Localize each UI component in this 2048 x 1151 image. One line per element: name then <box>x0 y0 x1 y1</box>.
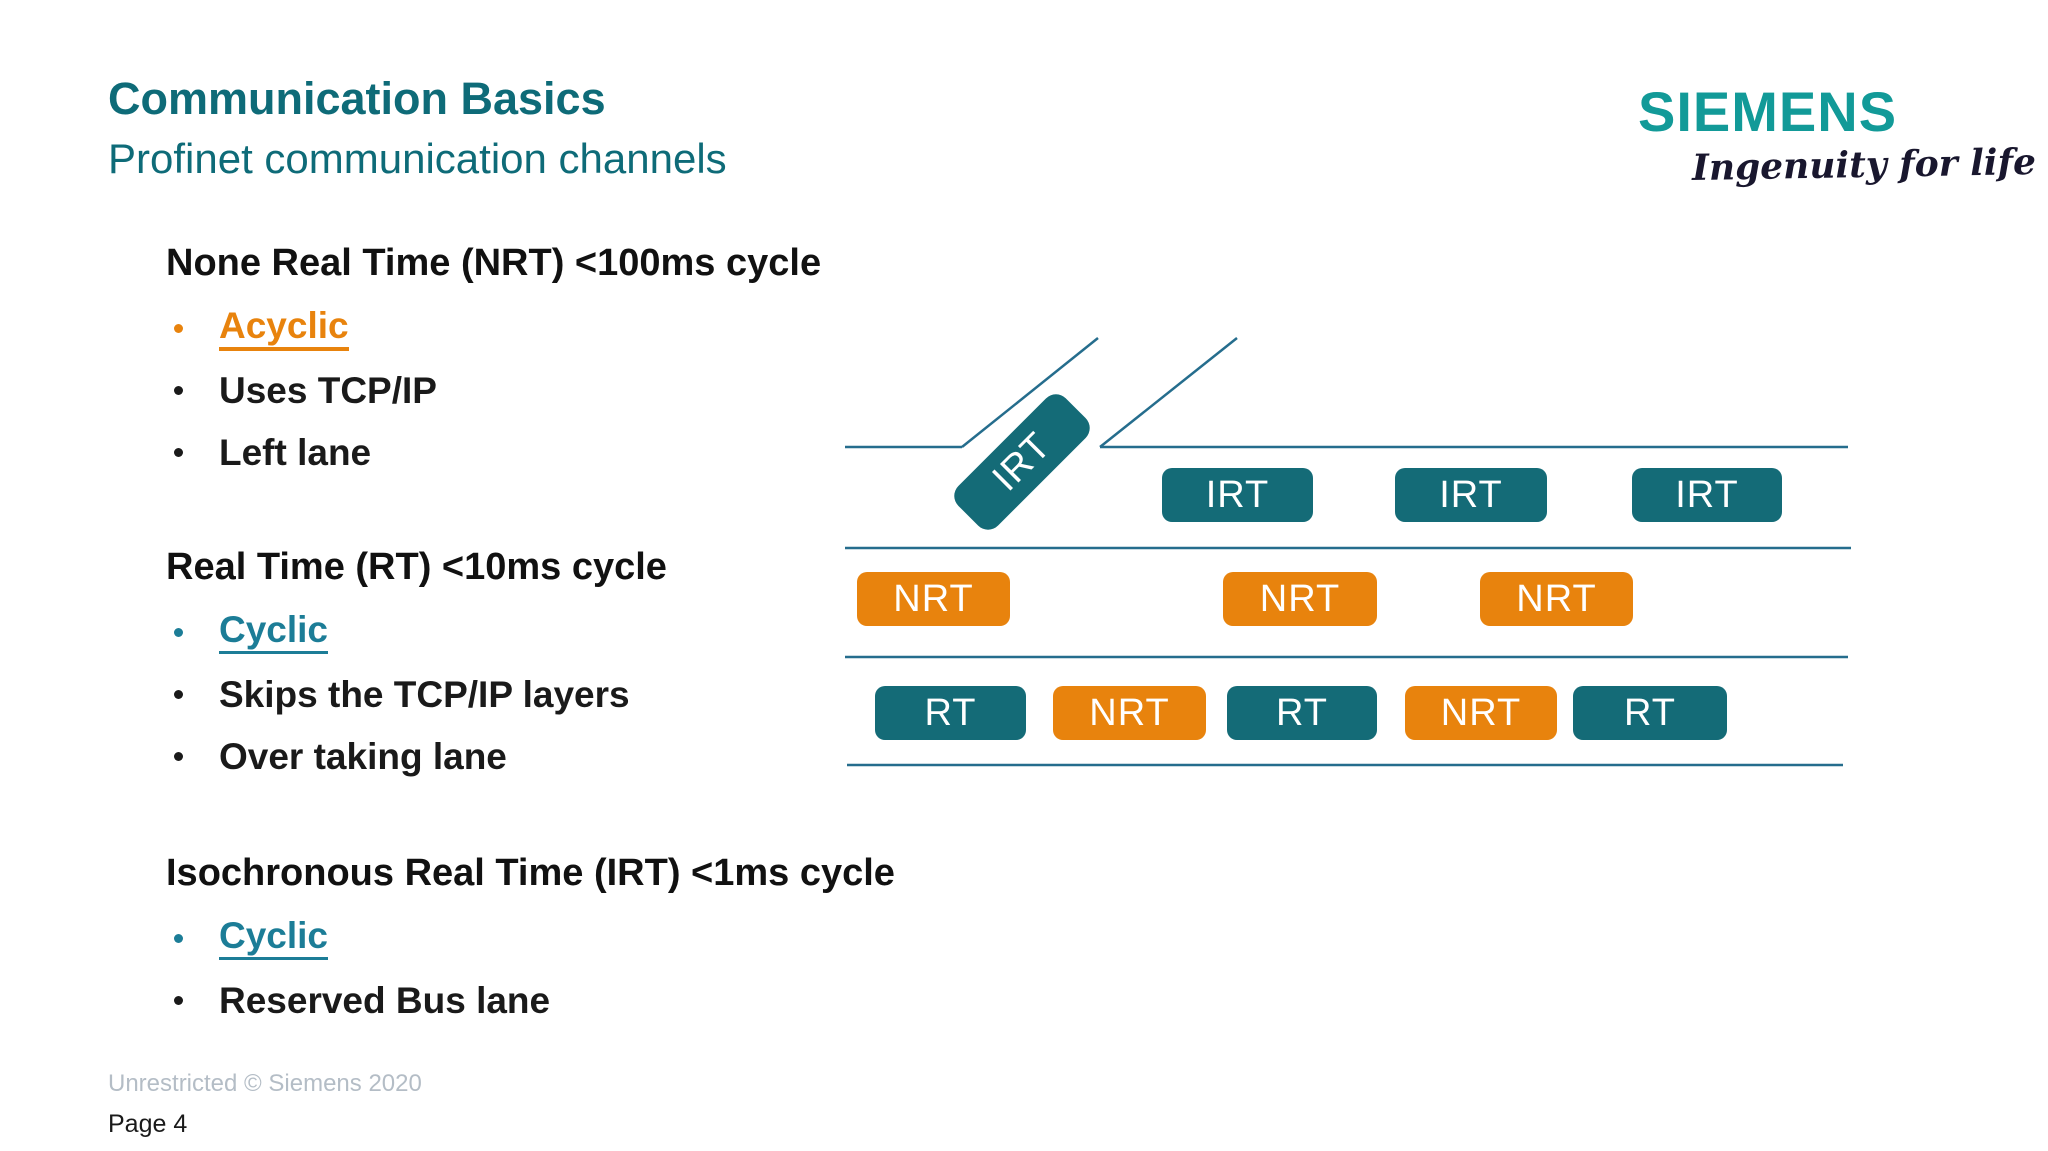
rt-box: RT <box>1227 686 1377 740</box>
bullet-list: Cyclic Skips the TCP/IP layers Over taki… <box>166 602 946 788</box>
section-nrt: None Real Time (NRT) <100ms cycle Acycli… <box>166 242 946 484</box>
bullet-dot <box>174 628 183 638</box>
cyclic-link[interactable]: Cyclic <box>219 917 329 961</box>
bullet-text: Reserved Bus lane <box>219 980 551 1022</box>
rt-box: RT <box>875 686 1026 740</box>
bullet-dot <box>174 448 183 458</box>
siemens-wordmark: SIEMENS <box>1638 80 1898 143</box>
acyclic-link[interactable]: Acyclic <box>219 307 349 351</box>
bullet-dot <box>174 934 183 944</box>
section-heading: Real Time (RT) <10ms cycle <box>166 546 667 588</box>
section-heading: Isochronous Real Time (IRT) <1ms cycle <box>166 852 895 894</box>
bullet-dot <box>174 690 183 700</box>
nrt-box: NRT <box>857 572 1010 626</box>
list-item: Over taking lane <box>166 726 946 788</box>
section-heading: None Real Time (NRT) <100ms cycle <box>166 242 822 284</box>
bullet-text: Left lane <box>219 432 372 474</box>
list-item: Reserved Bus lane <box>166 970 946 1032</box>
list-item: Acyclic <box>166 298 946 360</box>
ramp-diagonal-right <box>1099 337 1238 448</box>
bullet-list: Acyclic Uses TCP/IP Left lane <box>166 298 946 484</box>
footer-classification: Unrestricted © Siemens 2020 <box>108 1070 422 1097</box>
irt-box: IRT <box>1632 468 1782 522</box>
cyclic-link[interactable]: Cyclic <box>219 611 329 655</box>
list-item: Cyclic <box>166 908 946 970</box>
title-block: Communication Basics Profinet communicat… <box>108 74 727 182</box>
footer-page-number: Page 4 <box>108 1110 188 1138</box>
nrt-box: NRT <box>1405 686 1557 740</box>
section-irt: Isochronous Real Time (IRT) <1ms cycle C… <box>166 852 946 1032</box>
page-title: Communication Basics <box>108 73 606 124</box>
bullet-text: Skips the TCP/IP layers <box>219 674 630 716</box>
bullet-dot <box>174 386 183 396</box>
bullet-dot <box>174 324 183 334</box>
list-item: Uses TCP/IP <box>166 360 946 422</box>
bullet-dot <box>174 996 183 1006</box>
list-item: Left lane <box>166 422 946 484</box>
bullet-text: Over taking lane <box>219 736 507 778</box>
nrt-box: NRT <box>1223 572 1377 626</box>
siemens-logo: SIEMENS Ingenuity for life <box>1638 80 2036 189</box>
bullet-text: Uses TCP/IP <box>219 370 437 412</box>
irt-box: IRT <box>1162 468 1313 522</box>
irt-box: IRT <box>1395 468 1547 522</box>
page-subtitle: Profinet communication channels <box>108 134 727 182</box>
list-item: Skips the TCP/IP layers <box>166 664 946 726</box>
ramp-diagonal-left <box>961 337 1099 448</box>
nrt-box: NRT <box>1480 572 1633 626</box>
section-rt: Real Time (RT) <10ms cycle Cyclic Skips … <box>166 546 946 788</box>
list-item: Cyclic <box>166 602 946 664</box>
rt-box: RT <box>1573 686 1727 740</box>
bullet-list: Cyclic Reserved Bus lane <box>166 908 946 1032</box>
bullet-dot <box>174 752 183 762</box>
nrt-box: NRT <box>1053 686 1206 740</box>
